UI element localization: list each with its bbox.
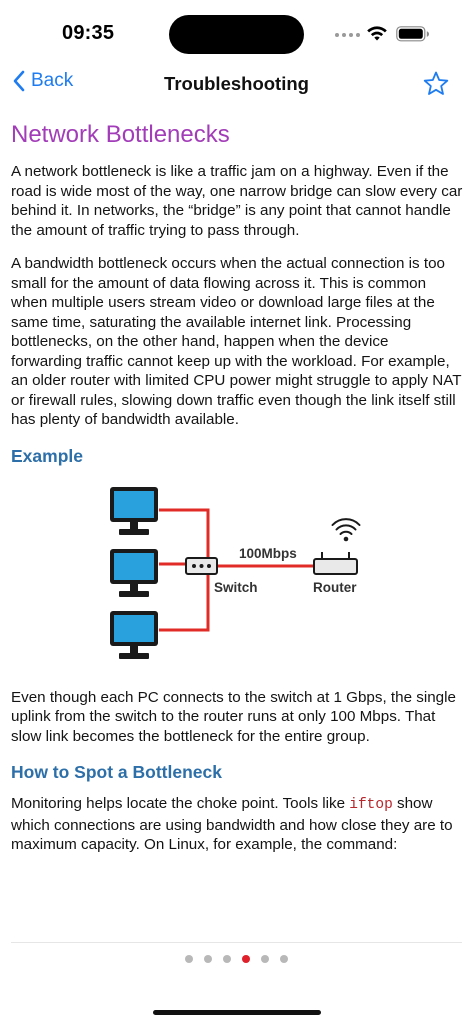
status-time: 09:35 — [62, 22, 115, 44]
pc-icon — [110, 548, 158, 597]
page-indicator[interactable] — [0, 955, 473, 963]
router-label: Router — [313, 579, 357, 595]
page-dot[interactable] — [280, 955, 288, 963]
content-divider — [11, 942, 462, 943]
switch-icon — [185, 556, 218, 575]
network-diagram: 100Mbps Switch Router — [11, 478, 463, 678]
heading-example: Example — [11, 445, 83, 466]
page-dot[interactable] — [185, 955, 193, 963]
paragraph-monitoring: Monitoring helps locate the choke point.… — [11, 794, 463, 855]
page-dot[interactable] — [223, 955, 231, 963]
page-dot[interactable] — [261, 955, 269, 963]
paragraph-example-explanation: Even though each PC connects to the swit… — [11, 688, 456, 745]
back-button[interactable]: Back — [12, 70, 73, 92]
article-content: Network Bottlenecks A network bottleneck… — [11, 118, 463, 869]
star-outline-icon[interactable] — [422, 70, 450, 98]
inline-code-iftop: iftop — [349, 797, 393, 813]
paragraph-bandwidth: A bandwidth bottleneck occurs when the a… — [11, 255, 462, 428]
router-icon — [313, 517, 361, 575]
page-dot-active[interactable] — [242, 955, 250, 963]
cellular-signal-icon — [335, 33, 360, 37]
paragraph-intro: A network bottleneck is like a traffic j… — [11, 163, 463, 239]
home-indicator[interactable] — [153, 1010, 321, 1015]
pc-icon — [110, 486, 158, 535]
chevron-left-icon — [13, 70, 25, 92]
monitoring-text-start: Monitoring helps locate the choke point.… — [11, 795, 350, 812]
page-title: Troubleshooting — [164, 73, 309, 94]
battery-icon — [396, 26, 429, 42]
link-speed-label: 100Mbps — [239, 545, 297, 561]
heading-spot-bottleneck: How to Spot a Bottleneck — [11, 762, 222, 782]
switch-label: Switch — [214, 579, 258, 595]
article-title: Network Bottlenecks — [11, 121, 230, 148]
network-diagram-graphic — [110, 486, 361, 659]
dynamic-island — [169, 15, 304, 54]
back-label: Back — [31, 70, 74, 91]
monitoring-text-end: show which connections are using bandwid… — [11, 795, 453, 853]
page-dot[interactable] — [204, 955, 212, 963]
wifi-icon — [367, 26, 387, 41]
network-links — [159, 508, 314, 631]
pc-icon — [110, 610, 158, 659]
navigation-bar: Back Troubleshooting — [0, 62, 473, 108]
status-bar: 09:35 — [0, 0, 473, 62]
